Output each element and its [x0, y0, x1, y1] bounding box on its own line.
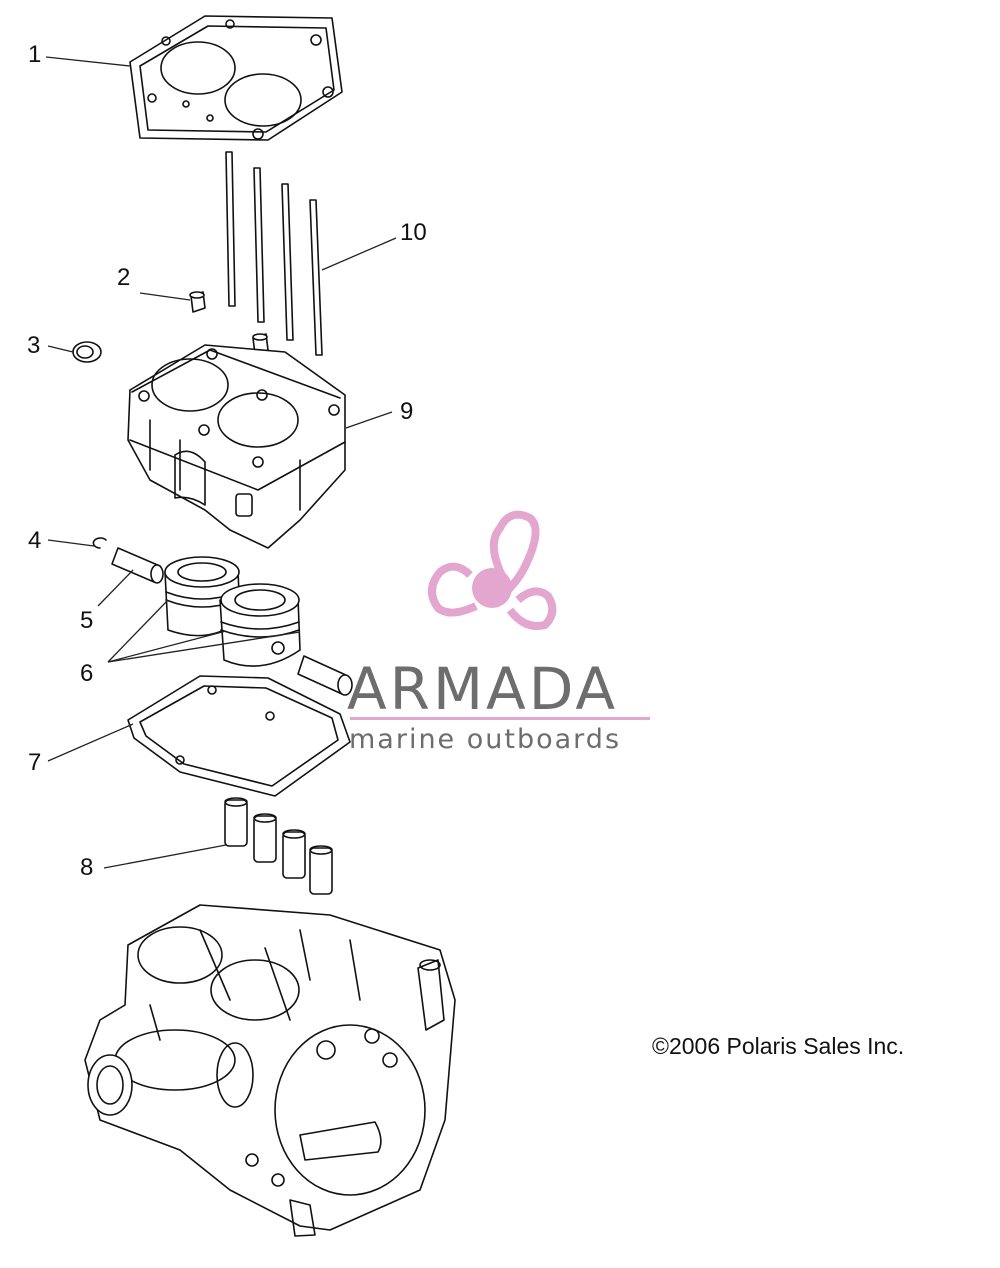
leader-lines: [45, 56, 397, 869]
callout-10: 10: [400, 219, 427, 246]
watermark-tagline: marine outboards: [349, 724, 622, 755]
propeller-logo: [428, 510, 557, 630]
copyright-text: ©2006 Polaris Sales Inc.: [652, 1033, 905, 1059]
callout-9: 9: [400, 398, 414, 425]
callout-2: 2: [117, 264, 131, 291]
callout-4: 4: [28, 527, 42, 554]
watermark-underline: [350, 717, 650, 720]
callout-7: 7: [28, 749, 42, 776]
head-gasket: [129, 15, 343, 141]
watermark-name: ARMADA: [347, 655, 619, 723]
pistons: [164, 556, 301, 667]
callout-3: 3: [27, 332, 41, 359]
wrist-pins: [111, 547, 353, 696]
callout-5: 5: [80, 607, 94, 634]
crankcase-assembly: [84, 904, 456, 1237]
plug: [72, 341, 102, 363]
cylinder-studs: [225, 151, 323, 356]
circlip: [92, 537, 107, 549]
callout-1: 1: [28, 41, 42, 68]
cylinder-block: [127, 344, 346, 549]
sleeves: [224, 797, 333, 895]
callout-8: 8: [80, 854, 94, 881]
base-gasket: [127, 675, 351, 797]
callout-6: 6: [80, 660, 94, 687]
